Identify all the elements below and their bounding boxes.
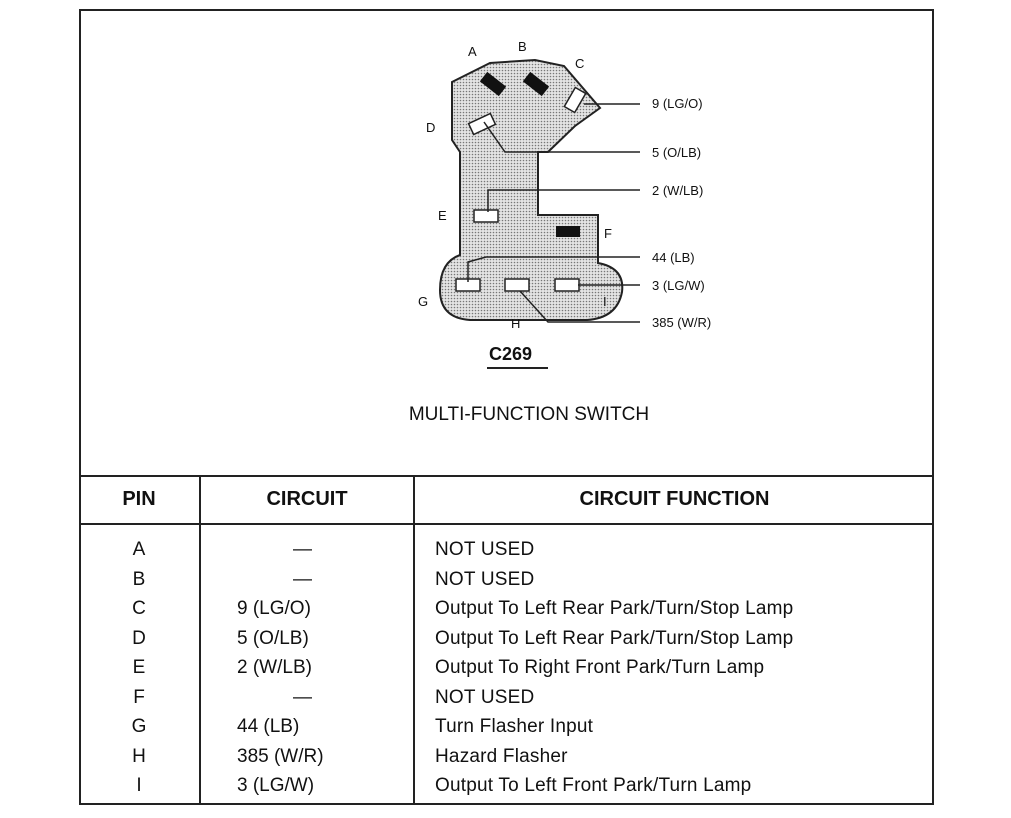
table-cell-pin: A (132, 539, 146, 560)
wire-label-h: 385 (W/R) (652, 315, 711, 330)
terminal-d (467, 112, 497, 136)
table-cell-pin: B (132, 568, 146, 590)
table-cell-circuit: 385 (W/R) (237, 745, 324, 767)
diagram-frame (79, 9, 934, 805)
wire-label-c: 9 (LG/O) (652, 96, 703, 111)
table-cell-function: Output To Left Rear Park/Turn/Stop Lamp (435, 627, 794, 649)
table-cell-circuit: 9 (LG/O) (237, 598, 311, 619)
wire-label-g: 44 (LB) (652, 250, 695, 265)
pin-label-i: I (603, 294, 607, 309)
terminal-h (504, 278, 530, 292)
table-cell-circuit: 5 (O/LB) (237, 627, 309, 649)
table-divider-1 (199, 475, 201, 805)
terminal-e (473, 209, 499, 223)
table-cell-pin: I (136, 775, 142, 796)
wire-label-e: 2 (W/LB) (652, 183, 703, 198)
pin-label-f: F (604, 226, 612, 241)
table-cell-pin: C (132, 598, 146, 619)
table-cell-function: Output To Right Front Park/Turn Lamp (435, 657, 765, 678)
table-divider-2 (413, 475, 415, 805)
function-column: NOT USED NOT USED Output To Left Rear Pa… (435, 535, 930, 801)
table-cell-circuit: — (293, 539, 312, 560)
connector-diagram: A B C D E F G H I 9 (LG/O) 5 (O/LB) 2 (W… (409, 39, 711, 425)
header-circuit: CIRCUIT (266, 487, 348, 510)
table-cell-pin: F (133, 686, 145, 708)
table-cell-pin: H (132, 745, 146, 767)
terminal-c (563, 86, 587, 114)
pin-table: PIN CIRCUIT CIRCUIT FUNCTION A B C D E F… (79, 475, 934, 805)
pin-column: A B C D E F G H I (79, 535, 199, 801)
terminal-i (554, 278, 580, 292)
terminal-a (479, 71, 507, 97)
leader-lines (467, 103, 640, 323)
pin-label-e: E (438, 208, 447, 223)
table-cell-function: Output To Left Rear Park/Turn/Stop Lamp (435, 598, 794, 619)
table-cell-circuit: 3 (LG/W) (237, 775, 315, 796)
table-cell-function: Turn Flasher Input (435, 716, 594, 737)
circuit-column: — — 9 (LG/O) 5 (O/LB) 2 (W/LB) — 44 (LB)… (237, 535, 407, 801)
pin-label-c: C (575, 56, 584, 71)
component-title: MULTI-FUNCTION SWITCH (409, 404, 649, 425)
terminal-b (522, 71, 550, 97)
wire-label-i: 3 (LG/W) (652, 278, 705, 293)
table-cell-function: NOT USED (435, 568, 535, 590)
header-pin: PIN (122, 487, 156, 510)
table-cell-function: NOT USED (435, 539, 535, 560)
table-cell-circuit: 2 (W/LB) (237, 657, 312, 678)
pin-label-d: D (426, 120, 435, 135)
table-cell-pin: G (131, 716, 147, 737)
table-top-border (79, 475, 934, 477)
table-cell-circuit: 44 (LB) (237, 716, 300, 737)
table-cell-circuit: — (293, 686, 312, 708)
table-cell-function: Hazard Flasher (435, 745, 568, 767)
table-cell-function: NOT USED (435, 686, 535, 708)
pin-label-b: B (518, 39, 527, 54)
table-header-divider (79, 523, 934, 525)
wire-label-d: 5 (O/LB) (652, 145, 701, 160)
header-function: CIRCUIT FUNCTION (579, 487, 770, 510)
table-cell-function: Output To Left Front Park/Turn Lamp (435, 775, 752, 796)
terminal-f (556, 226, 580, 237)
pin-label-h: H (511, 316, 520, 331)
pin-label-g: G (418, 294, 428, 309)
pin-label-a: A (468, 44, 477, 59)
table-cell-pin: E (132, 657, 146, 678)
table-cell-pin: D (132, 627, 146, 649)
connector-name: C269 (489, 344, 532, 364)
table-cell-circuit: — (293, 568, 312, 590)
